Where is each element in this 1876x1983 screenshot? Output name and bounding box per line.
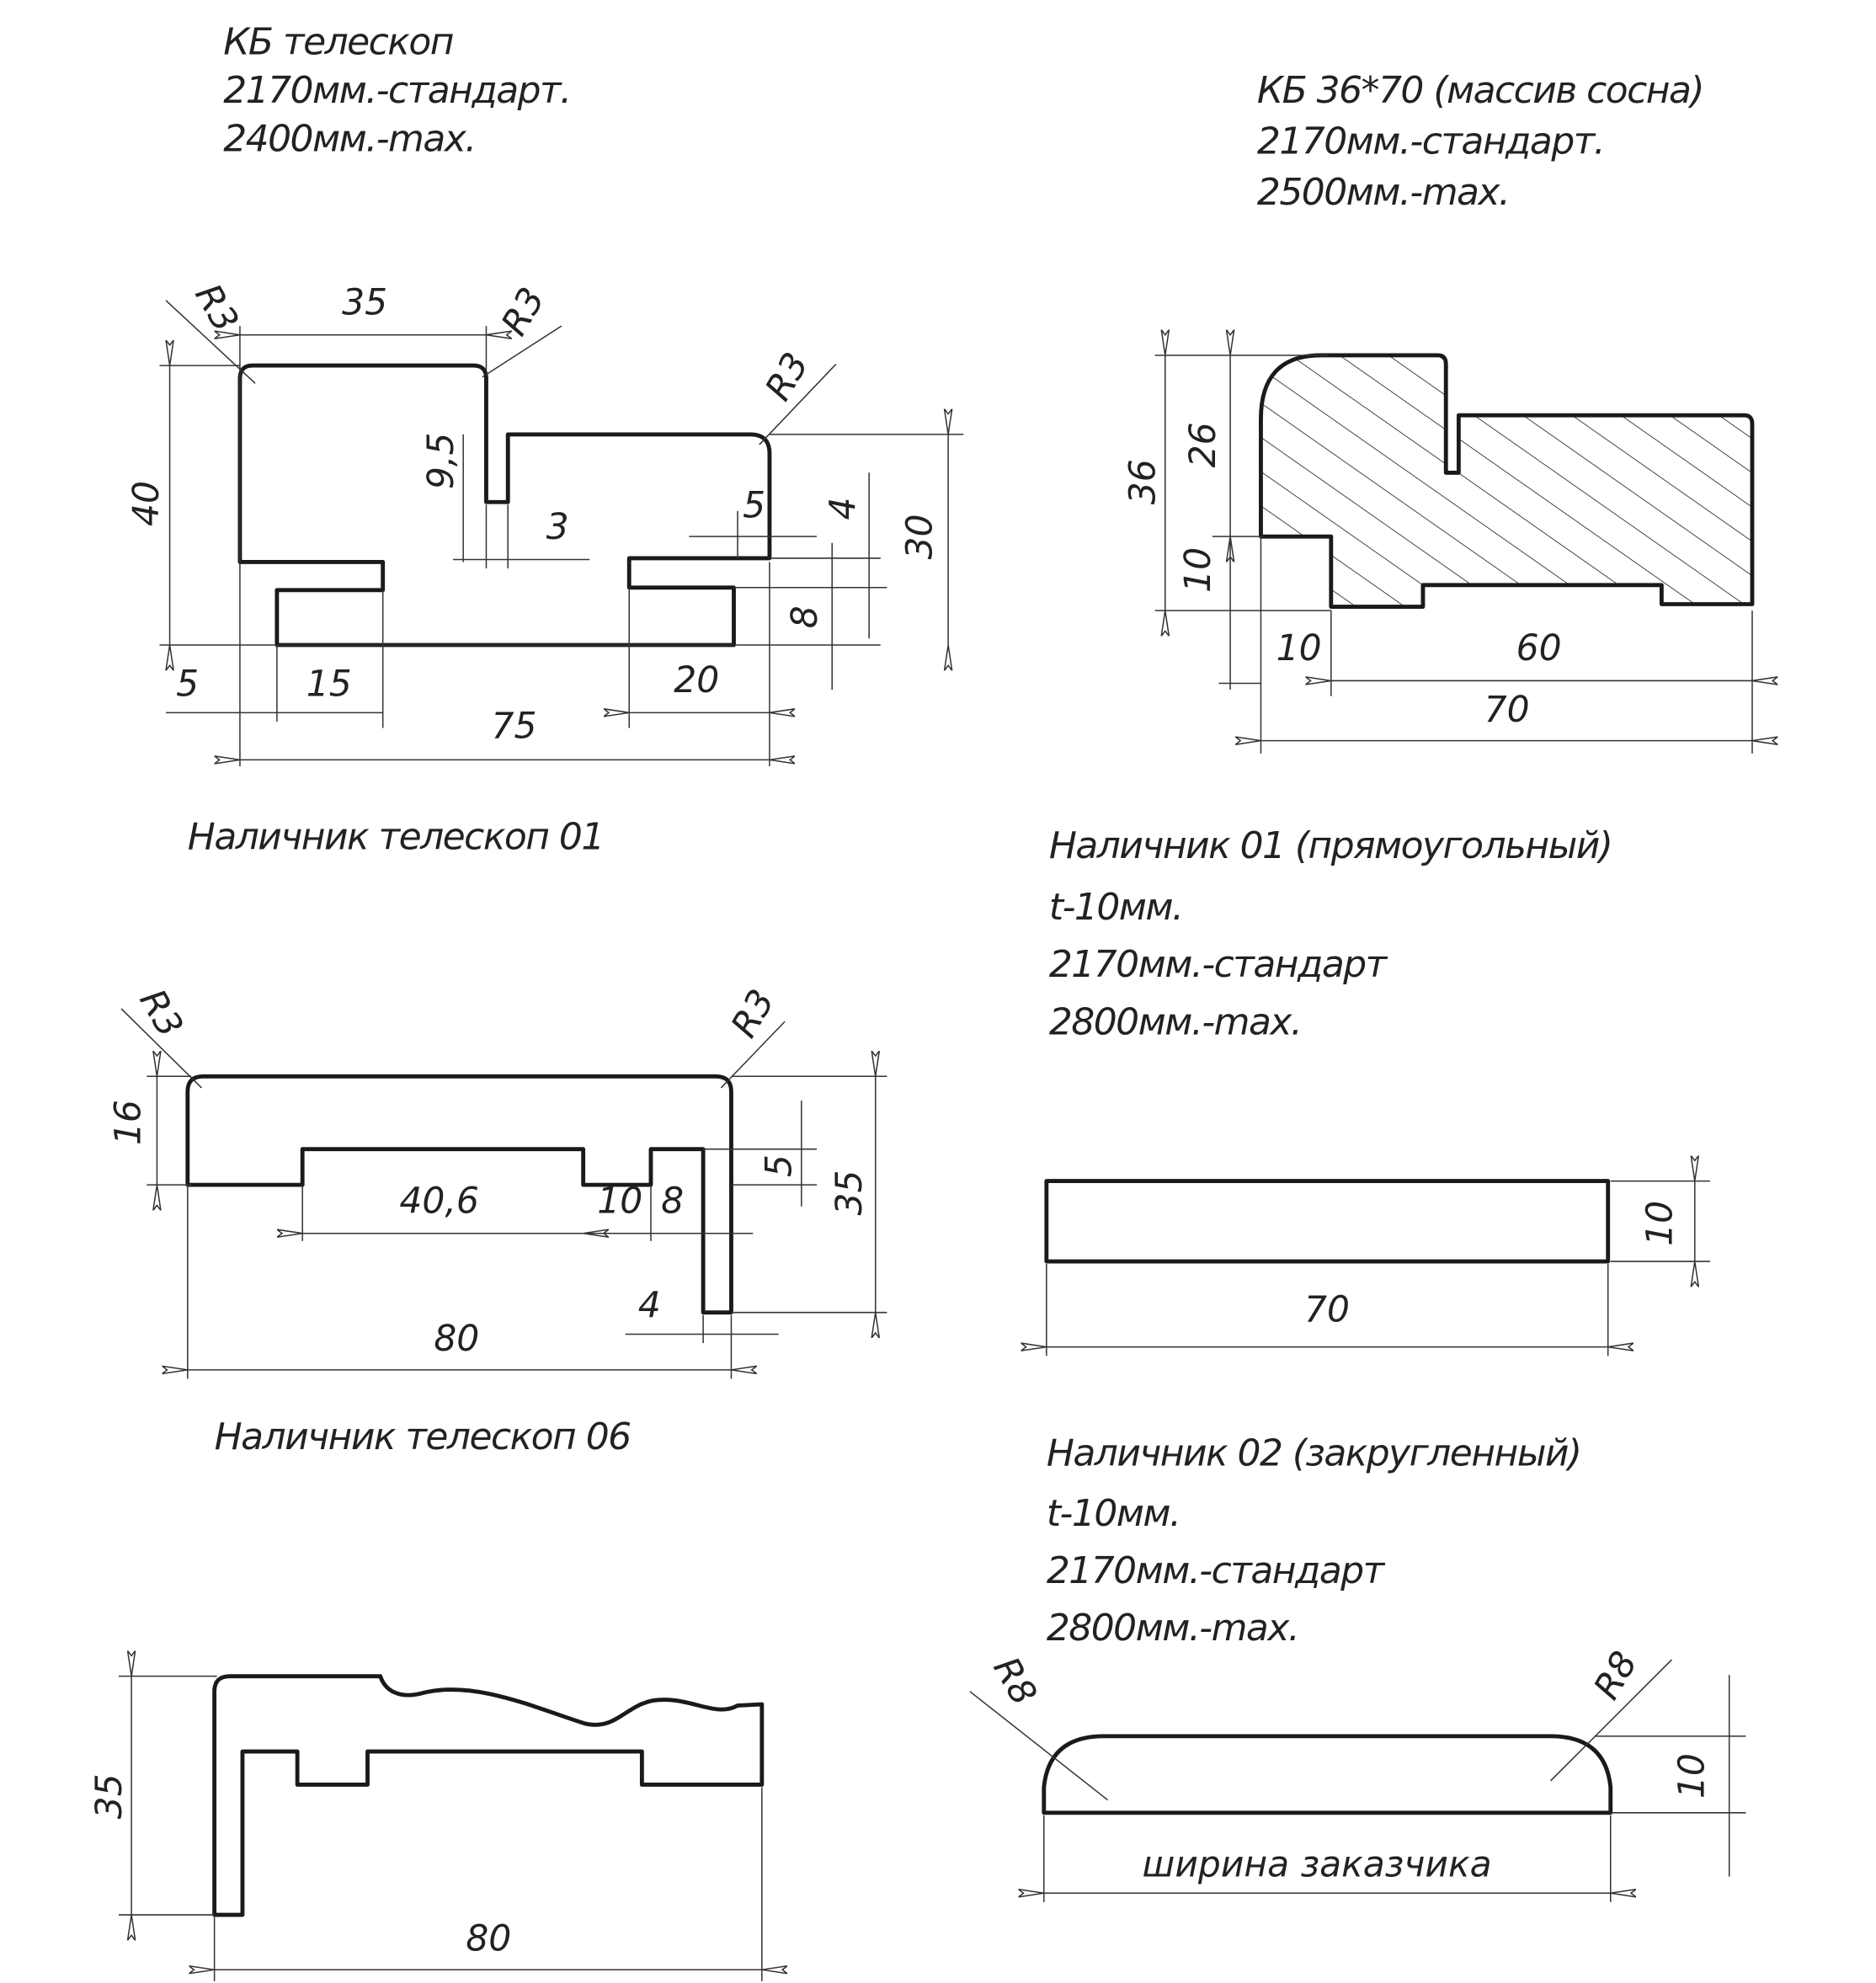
title-line: t-10мм. [1047, 1492, 1180, 1535]
title-line: t-10мм. [1049, 886, 1183, 929]
dim-width: 20 [674, 660, 719, 701]
dim-height: 8 [785, 605, 826, 628]
kb-36x70-profile: 36 26 10 10 60 70 [1123, 355, 1752, 754]
title-line: 2500мм.-max. [1257, 171, 1509, 214]
dim-height: 10 [1178, 547, 1219, 593]
dim-height: 40 [126, 481, 168, 526]
nalichnik-01-profile: 10 70 [1047, 1181, 1710, 1357]
profile-outline [237, 363, 772, 648]
dim-width: 80 [466, 1919, 511, 1960]
dim-height: 35 [89, 1773, 131, 1819]
title-line: КБ телескоп [223, 20, 453, 63]
nalichnik-02-title: Наличник 02 (закругленный) t-10мм. 2170м… [1047, 1432, 1582, 1650]
profile-outline [212, 1674, 765, 1917]
dim-width: 10 [597, 1181, 642, 1222]
dim-radius: R8 [1586, 1645, 1646, 1706]
profile-section-hatched [1259, 353, 1755, 609]
dim-height: 10 [1671, 1753, 1713, 1799]
dimension-lines [159, 300, 964, 766]
nalichnik-telescope-01-profile: R3 R3 16 40,6 10 8 5 35 4 80 [109, 983, 887, 1379]
dimension-lines [1154, 355, 1752, 754]
title-line: 2800мм.-max. [1047, 1607, 1298, 1650]
dim-width: 70 [1484, 690, 1530, 731]
dim-height: 10 [1639, 1201, 1681, 1246]
dim-height: 36 [1123, 459, 1165, 504]
dim-radius: R3 [723, 983, 783, 1044]
dim-width: 3 [546, 507, 569, 548]
dim-height: 5 [759, 1154, 801, 1177]
dim-width: 80 [434, 1319, 479, 1360]
dim-width: 5 [176, 664, 199, 706]
title-line: 2400мм.-max. [223, 117, 475, 160]
profile-outline [1042, 1734, 1613, 1815]
dim-radius: R3 [131, 983, 190, 1044]
title-line: КБ 36*70 (массив сосна) [1257, 69, 1703, 112]
dim-width-label: ширина заказчика [1143, 1845, 1492, 1886]
title-line: 2800мм.-max. [1049, 1000, 1301, 1043]
nalichnik-telescope-06-profile: 35 80 [89, 1676, 762, 1981]
title-line: Наличник 01 (прямоугольный) [1049, 824, 1612, 867]
dim-width: 5 [743, 485, 765, 526]
dim-radius: R3 [494, 281, 554, 343]
dim-width: 70 [1304, 1289, 1350, 1330]
kb-36x70-title: КБ 36*70 (массив сосна) 2170мм.-стандарт… [1257, 69, 1705, 214]
nalichnik-telescope-01-title: Наличник телескоп 01 [188, 816, 604, 859]
dim-width: 40,6 [399, 1181, 478, 1222]
dim-height: 30 [899, 514, 941, 559]
title-line: Наличник 02 (закругленный) [1047, 1432, 1581, 1475]
title-line: 2170мм.-стандарт. [1257, 120, 1604, 163]
kb-telescope-profile: R3 35 R3 R3 40 9,5 3 5 4 30 8 5 15 20 75 [126, 277, 964, 766]
dimension-lines [120, 1008, 887, 1379]
dim-width: 10 [1276, 628, 1322, 669]
dim-radius: R3 [758, 346, 818, 408]
dim-width: 8 [661, 1181, 684, 1222]
profile-outline [1044, 1179, 1611, 1264]
dim-width: 15 [306, 664, 352, 706]
dim-height: 16 [109, 1100, 150, 1145]
dim-height: 4 [823, 497, 864, 520]
dim-radius: R8 [984, 1650, 1044, 1712]
dim-height: 9,5 [421, 433, 462, 489]
dim-height: 26 [1183, 422, 1224, 467]
dim-width: 4 [638, 1286, 661, 1327]
nalichnik-02-profile: R8 R8 10 ширина заказчика [969, 1645, 1746, 1902]
title-line: 2170мм.-стандарт. [223, 69, 570, 112]
dim-width: 35 [342, 282, 387, 323]
dim-height: 35 [829, 1170, 871, 1216]
dim-width: 75 [492, 706, 537, 748]
nalichnik-telescope-06-title: Наличник телескоп 06 [215, 1415, 631, 1458]
profile-outline [185, 1074, 733, 1315]
title-line: 2170мм.-стандарт [1049, 943, 1388, 986]
dim-radius: R3 [186, 277, 246, 338]
nalichnik-01-title: Наличник 01 (прямоугольный) t-10мм. 2170… [1049, 824, 1613, 1043]
kb-telescope-title: КБ телескоп 2170мм.-стандарт. 2400мм.-ma… [223, 20, 572, 160]
dim-width: 60 [1516, 628, 1562, 669]
title-line: 2170мм.-стандарт [1047, 1549, 1386, 1592]
